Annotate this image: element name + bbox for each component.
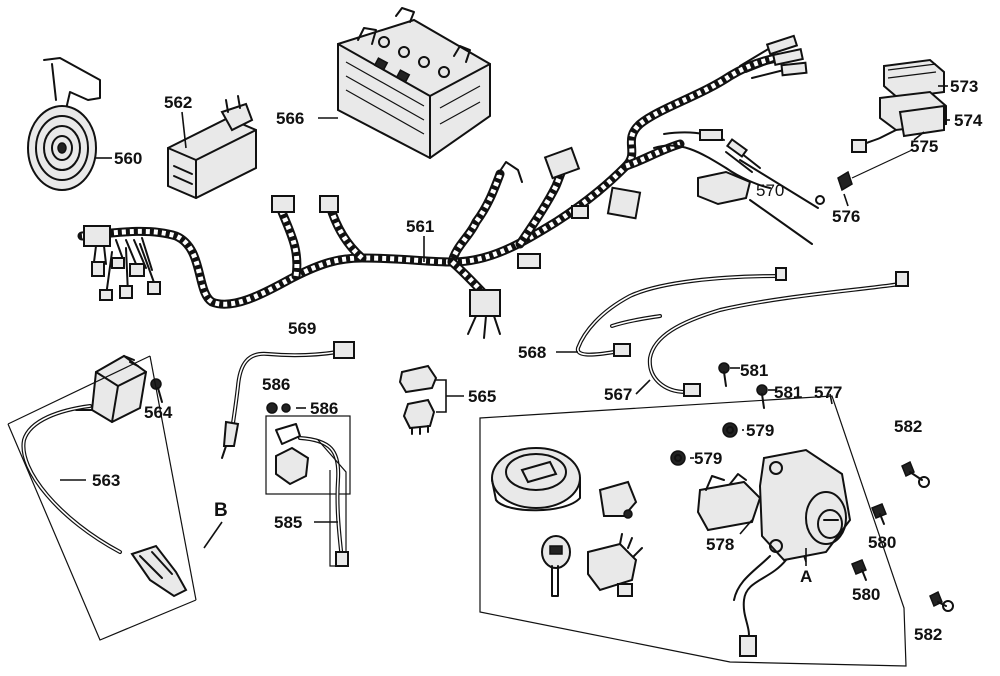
label-581a: 581 [740,361,768,380]
label-573: 573 [950,77,978,96]
label-574: 574 [954,111,983,130]
label-575: 575 [910,137,938,156]
label-577: 577 [814,383,842,402]
battery-566 [318,7,491,160]
label-568: 568 [518,343,546,362]
label-566: 566 [276,109,304,128]
label-585: 585 [274,513,302,532]
label-560: 560 [114,149,142,168]
label-579b: 579 [694,449,722,468]
label-564: 564 [144,403,173,422]
wire-harness-561 [77,34,808,339]
ignition-coil-563 [7,354,223,641]
label-578: 578 [706,535,734,554]
label-586a: 586 [262,375,290,394]
label-576: 576 [832,207,860,226]
label-580a: 580 [868,533,896,552]
ignition-switch-assembly-577 [479,393,954,667]
label-579a: 579 [746,421,774,440]
label-562: 562 [164,93,192,112]
label-561: 561 [406,217,434,236]
cables-567-568 [556,267,909,397]
switch-585-586 [265,402,351,567]
label-565: 565 [468,387,496,406]
label-582b: 582 [914,625,942,644]
relay-562 [167,95,257,200]
label-582a: 582 [894,417,922,436]
sensor-569 [221,341,355,459]
horn-560 [27,57,112,191]
label-569: 569 [288,319,316,338]
label-ref-B: B [214,500,228,521]
callout-labels: 560 562 566 561 570 573 574 575 576 569 … [92,77,983,644]
part-565 [398,364,464,435]
label-570: 570 [756,181,784,200]
bolts [718,362,776,409]
relay-bracket-573-575 [653,58,950,245]
label-567: 567 [604,385,632,404]
label-586b: 586 [310,399,338,418]
label-581b: 581 [774,383,802,402]
label-ref-A: A [800,567,812,586]
label-580b: 580 [852,585,880,604]
label-563: 563 [92,471,120,490]
